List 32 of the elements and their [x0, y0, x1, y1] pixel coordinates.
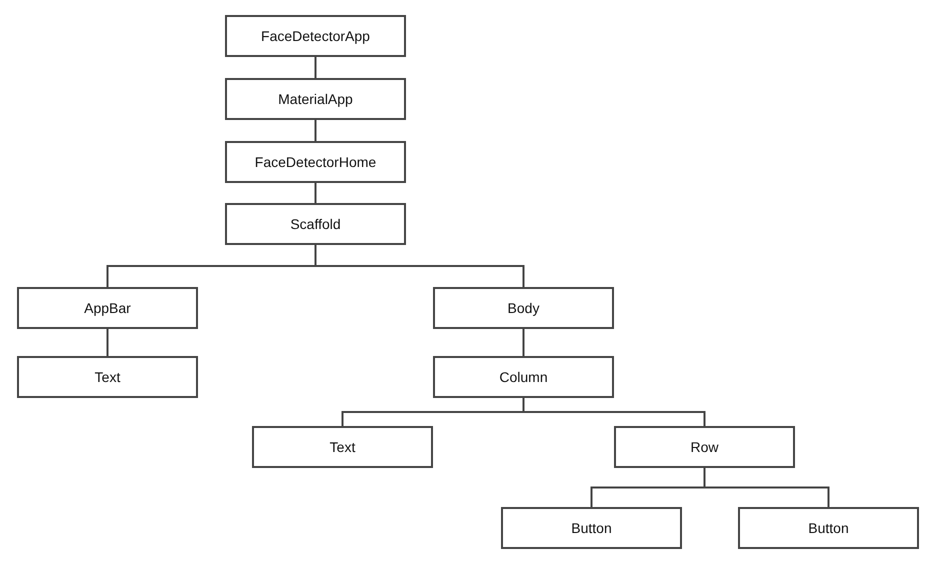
widget-name: Scaffold: [290, 216, 341, 232]
widget-name: Text: [330, 439, 356, 455]
widget-name: Button: [808, 520, 849, 536]
widget-name: Body: [508, 300, 540, 316]
widget-name: FaceDetectorApp: [261, 28, 370, 44]
widget-name: FaceDetectorHome: [254, 154, 376, 170]
widget-box: [614, 426, 795, 468]
widget-name: Button: [571, 520, 612, 536]
connector-line: [314, 120, 316, 141]
connector-line: [314, 245, 524, 287]
widget-box: [225, 203, 406, 245]
widget-name: AppBar: [84, 300, 131, 316]
connector-line: [522, 398, 706, 426]
connector-line: [106, 329, 108, 356]
widget-box: [501, 507, 682, 549]
widget-box: [433, 356, 614, 398]
connector-line: [314, 183, 316, 203]
connector-line: [314, 57, 316, 78]
widget-name: MaterialApp: [278, 91, 353, 107]
widget-name: Text: [94, 369, 120, 385]
widget-box: [17, 356, 198, 398]
widget-name: Row: [690, 439, 718, 455]
widget-box: [17, 287, 198, 329]
widget-box: [225, 78, 406, 120]
connector-line: [522, 329, 524, 356]
widget-box: [225, 141, 406, 183]
widget-name: Column: [499, 369, 548, 385]
widget-box: [225, 15, 406, 57]
connector-line: [704, 468, 830, 507]
widget-box: [252, 426, 433, 468]
widget-box: [433, 287, 614, 329]
widget-box: [738, 507, 919, 549]
